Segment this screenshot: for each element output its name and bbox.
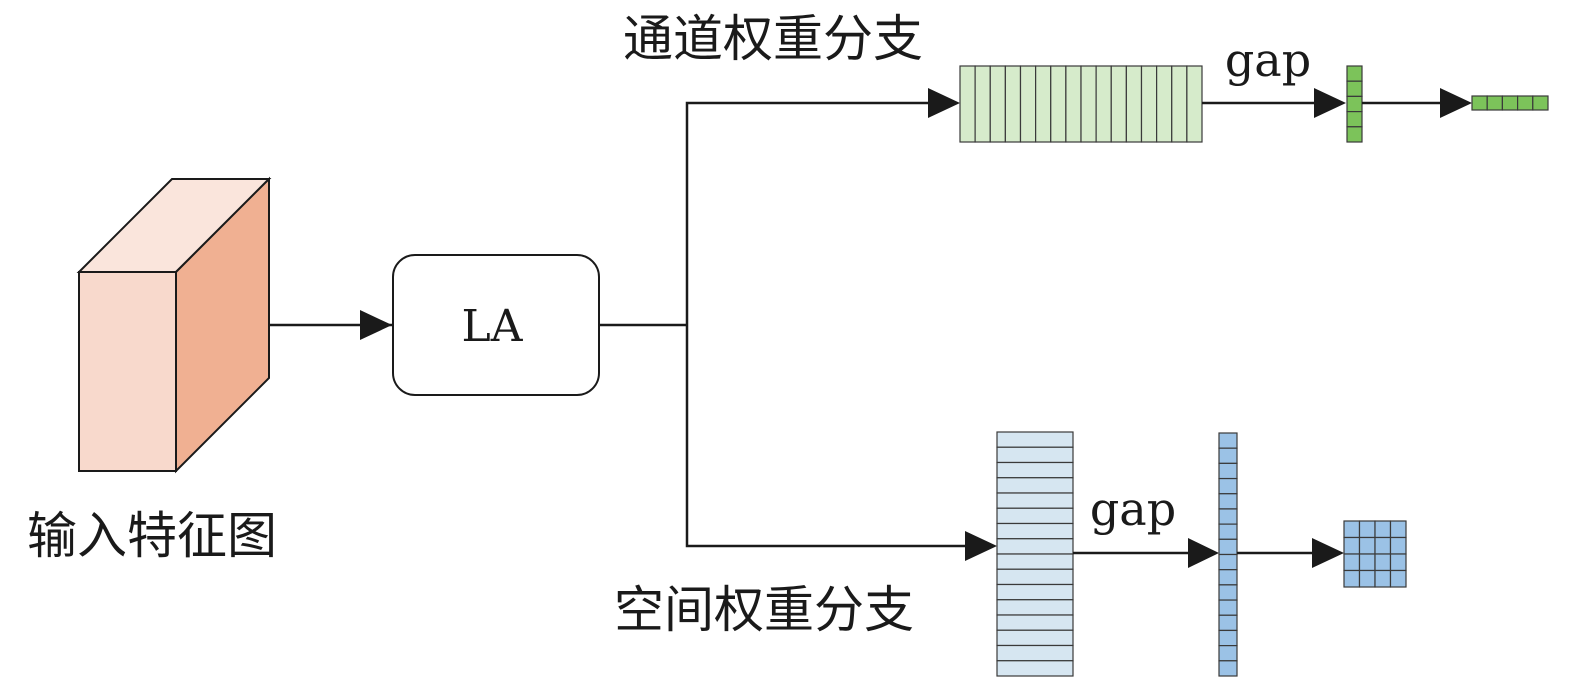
spatial-output-grid [1343,520,1407,588]
arrowhead-to-spatial-feature [965,531,997,561]
spatial-feature-row [996,644,1074,662]
channel-pooled-cell [1346,65,1363,82]
channel-pooled-cell [1346,95,1363,113]
spatial-feature-row [996,522,1074,540]
channel-pooled-cell [1346,110,1363,128]
spatial-pooled-cell [1218,660,1238,677]
channel-feature-cell [1095,65,1112,143]
spatial-pooled-cell [1218,553,1238,571]
channel-output-cell [1516,95,1534,111]
channel-feature-cell [1140,65,1158,143]
spatial-feature-stack [996,431,1074,677]
spatial-output-cell [1358,536,1376,555]
spatial-pooled-cell [1218,462,1238,480]
channel-feature-cell [1050,65,1067,143]
spatial-pooled-cell [1218,432,1238,449]
arrowhead-spatial-output [1312,538,1344,568]
channel-feature-cell [1110,65,1127,143]
spatial-feature-row [996,446,1074,464]
la-block-label: LA [462,301,524,352]
spatial-output-cell [1389,520,1407,539]
spatial-output-cell [1389,553,1407,572]
spatial-feature-row [996,477,1074,494]
spatial-output-cell [1343,520,1361,539]
arrowhead-channel-output [1440,88,1472,118]
channel-pooled-vector [1346,65,1363,143]
spatial-pooled-cell [1218,569,1238,586]
channel-feature-strip [959,65,1203,143]
spatial-output-cell [1358,520,1376,539]
input-feature-map-label: 输入特征图 [27,507,277,565]
spatial-feature-row [996,629,1074,647]
arrowhead-channel-gap [1314,88,1346,118]
spatial-output-cell [1389,569,1407,588]
spatial-output-cell [1374,536,1392,555]
channel-feature-cell [1035,65,1052,143]
spatial-pooled-cell [1218,538,1238,556]
spatial-pooled-cell [1218,599,1238,616]
spatial-feature-row [996,660,1074,677]
cube-front-face [78,271,177,472]
channel-output-cell [1486,95,1503,111]
input-feature-cube [76,176,272,474]
spatial-feature-row [996,599,1074,616]
spatial-pooled-cell [1218,493,1238,510]
channel-feature-cell [1004,65,1022,143]
channel-feature-cell [1125,65,1143,143]
channel-pooled-cell [1346,80,1363,97]
spatial-output-cell [1343,569,1361,588]
spatial-feature-row [996,583,1074,601]
gap-label-spatial: gap [1090,482,1176,536]
spatial-branch-label: 空间权重分支 [614,581,914,639]
channel-feature-cell [1080,65,1097,143]
channel-path-line [685,101,930,325]
spatial-feature-row [996,568,1074,586]
spatial-feature-row [996,614,1074,631]
channel-feature-cell [959,65,976,143]
spatial-output-cell [1343,536,1361,555]
gap-label-channel: gap [1225,33,1311,87]
spatial-feature-row [996,553,1074,570]
spatial-pooled-cell [1218,523,1238,540]
spatial-feature-row [996,492,1074,509]
channel-feature-cell [1186,65,1203,143]
arrowhead-spatial-gap [1188,538,1219,568]
channel-feature-cell [1156,65,1173,143]
channel-output-vector [1471,95,1549,111]
spatial-pooled-cell [1218,629,1238,647]
spatial-output-cell [1374,553,1392,572]
spatial-pooled-cell [1218,508,1238,525]
channel-output-cell [1532,95,1549,111]
spatial-output-cell [1358,553,1376,572]
channel-output-cell [1501,95,1519,111]
spatial-pooled-cell [1218,584,1238,601]
spatial-feature-row [996,538,1074,555]
spatial-pooled-cell [1218,447,1238,464]
spatial-output-cell [1358,569,1376,588]
channel-feature-cell [1065,65,1082,143]
spatial-pooled-vector [1218,432,1238,677]
channel-feature-cell [1171,65,1188,143]
channel-feature-cell [974,65,991,143]
spatial-output-cell [1374,520,1392,539]
spatial-pooled-cell [1218,477,1238,495]
spatial-feature-row [996,461,1074,479]
channel-branch-label: 通道权重分支 [623,10,923,68]
channel-feature-cell [1019,65,1037,143]
spatial-output-cell [1374,569,1392,588]
channel-feature-cell [989,65,1006,143]
spatial-output-cell [1343,553,1361,572]
spatial-feature-row [996,507,1074,525]
spatial-pooled-cell [1218,614,1238,632]
channel-output-cell [1471,95,1488,111]
spatial-feature-row [996,431,1074,448]
channel-pooled-cell [1346,126,1363,143]
spatial-pooled-cell [1218,645,1238,662]
arrowhead-to-channel-feature [928,88,960,118]
arrowhead-input-to-la [360,310,392,340]
spatial-path-line [685,325,965,548]
spatial-output-cell [1389,536,1407,555]
